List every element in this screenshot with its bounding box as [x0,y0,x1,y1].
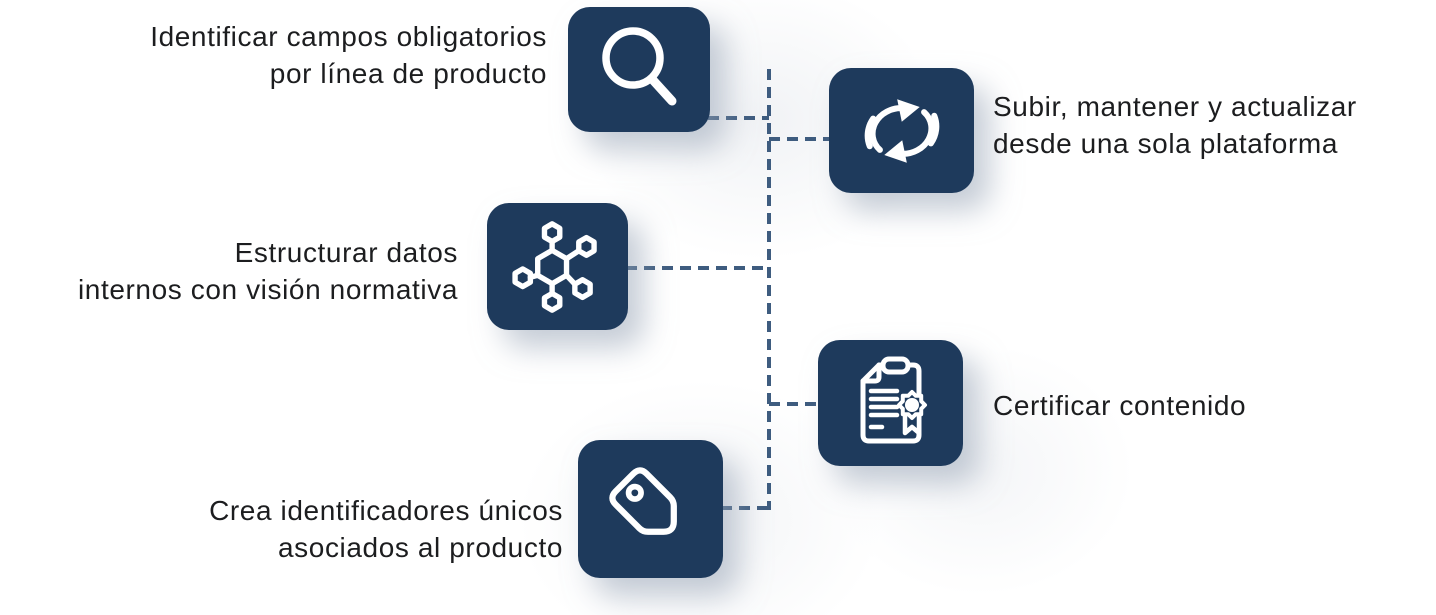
label-subir: Subir, mantener y actualizar desde una s… [993,88,1357,162]
sync-arrows-icon [864,98,939,163]
label-identificar-line1: Identificar campos obligatorios [150,21,547,52]
certificate-icon [860,356,927,444]
magnifier-icon [602,26,677,105]
label-subir-line1: Subir, mantener y actualizar [993,91,1357,122]
connector-subir [769,137,831,141]
label-crea-identificadores: Crea identificadores únicos asociados al… [209,492,563,566]
label-identificar: Identificar campos obligatorios por líne… [150,18,547,92]
label-certificar: Certificar contenido [993,387,1246,424]
label-crea-line2: asociados al producto [278,532,563,563]
molecule-icon [511,220,597,313]
tile-estructurar [487,203,628,330]
connector-crea-identificadores [721,506,771,510]
tile-identificar [568,7,710,132]
label-subir-line2: desde una sola plataforma [993,128,1338,159]
connector-estructurar [626,266,769,270]
label-certificar-line1: Certificar contenido [993,390,1247,421]
tag-icon [608,467,677,535]
spine-dashed-line [767,69,771,510]
connector-certificar [769,402,820,406]
connector-identificar [708,116,769,120]
label-estructurar-line1: Estructurar datos [234,237,458,268]
tile-subir [829,68,974,193]
tile-crea-identificadores [578,440,723,578]
label-estructurar-line2: internos con visión normativa [77,274,458,305]
label-identificar-line2: por línea de producto [269,58,547,89]
label-estructurar: Estructurar datos internos con visión no… [78,234,458,308]
tile-certificar [818,340,963,466]
label-crea-line1: Crea identificadores únicos [209,495,563,526]
